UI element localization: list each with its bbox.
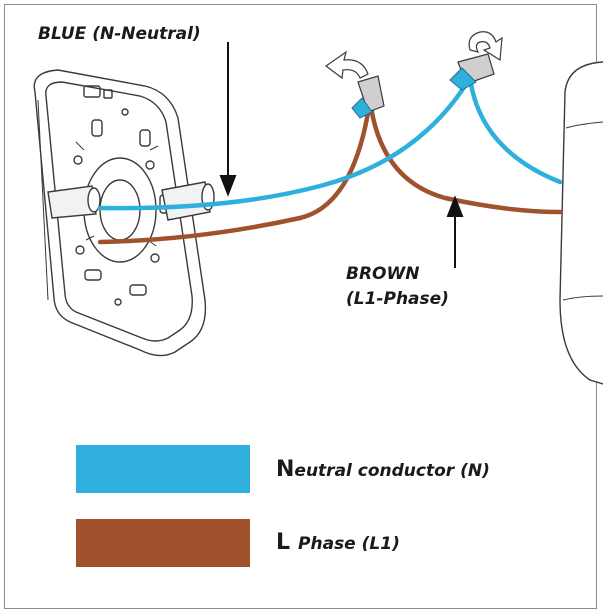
neutral-wire: [97, 75, 563, 211]
brown-wire-label-line1: BROWN: [346, 264, 420, 284]
brown-wire-label: BROWN (L1-Phase): [346, 262, 449, 312]
legend-phase-lead: L: [276, 530, 291, 555]
appliance-body-icon: [559, 61, 603, 385]
legend-neutral-text: eutral conductor (N): [294, 461, 490, 481]
legend-item-neutral: Neutral conductor (N): [276, 457, 490, 482]
mounting-plate-icon: [33, 69, 215, 357]
brown-wire-label-line2: (L1-Phase): [346, 289, 449, 309]
legend-swatch-neutral: [76, 445, 250, 493]
phase-wire: [97, 97, 563, 245]
legend-swatch-phase: [76, 519, 250, 567]
blue-wire-label: BLUE (N-Neutral): [38, 24, 201, 44]
legend-item-phase: L Phase (L1): [276, 530, 400, 555]
rotate-arrow-icon: [324, 31, 503, 80]
legend-neutral-lead: N: [276, 457, 295, 482]
pointer-arrow: [219, 42, 464, 268]
wire-connector-icon: [351, 53, 495, 119]
legend-phase-text: Phase (L1): [298, 534, 400, 554]
